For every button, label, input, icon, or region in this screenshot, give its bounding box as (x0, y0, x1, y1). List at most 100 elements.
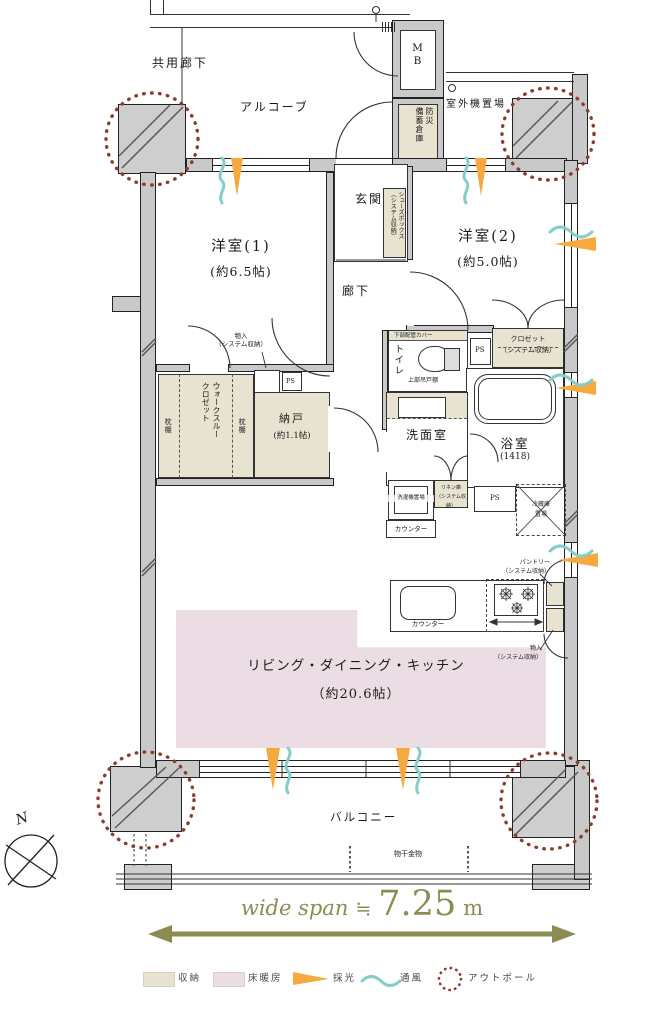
counter-label-2: カウンター (411, 620, 445, 628)
nando-size: (約1.1帖) (273, 431, 311, 442)
shoe-box-label: シューズボックス （システム収納） (389, 191, 404, 239)
laundry-hardware-label: 物干金物 (394, 850, 422, 858)
corridor-wall-lines (150, 14, 410, 28)
bath-label: 浴室 (1418) (478, 436, 552, 464)
right-wall-d (564, 577, 578, 766)
stove-zone (486, 579, 544, 632)
room1-label: 洋室(1) (約6.5帖) (156, 238, 326, 280)
stove (494, 584, 538, 616)
left-wall-stub (112, 296, 141, 312)
washroom-label: 洗面室 (405, 428, 448, 442)
legend-heating-label: 床暖房 (248, 973, 283, 984)
right-wall-a (564, 160, 578, 204)
kitchen-sink (400, 586, 456, 620)
hall-washroom-wall (382, 330, 388, 430)
washing-machine-label: 洗濯機置場 (388, 495, 434, 503)
room1-size: (約6.5帖) (210, 263, 272, 279)
toilet-tank (444, 348, 460, 371)
top-wall-a (186, 158, 213, 172)
legend-outpole-label: アウトポール (468, 973, 538, 984)
disaster-storage-box (398, 104, 438, 160)
walkthrough-label: ウォークスルー クロゼット (201, 382, 221, 438)
washroom-door-opening (385, 432, 388, 472)
room1-right-wall (326, 172, 334, 366)
corridor-wall-corner (150, 0, 164, 15)
legend-storage-swatch (143, 972, 175, 987)
top-wall-d (505, 158, 567, 172)
ps-box-3 (474, 486, 516, 512)
bath-size: (1418) (500, 452, 530, 463)
toilet-label: トイレ (392, 344, 404, 376)
common-corridor-label: 共用廊下 (152, 56, 209, 70)
room2-door-opening (407, 264, 414, 326)
room2-top-window (446, 158, 506, 172)
pantry-label: パントリー （システム収納） (502, 559, 550, 575)
nando-label: 納戸 (約1.1帖) (254, 412, 330, 442)
makura-label-right: 枕棚 (238, 418, 247, 434)
ps-label-1: PS (286, 377, 295, 385)
upper-cabinet-label: 上部吊戸棚 (408, 377, 439, 384)
legend-storage-label: 収納 (178, 973, 202, 984)
makura-shelf-left (158, 374, 180, 478)
legend-daylight-icon (293, 972, 329, 985)
monoire-label-2: 物入 （システム収納） (494, 645, 542, 661)
makura-label-left: 枕棚 (164, 418, 173, 434)
entrance-door-arc (335, 101, 393, 159)
ldk-sliding-windows (199, 760, 521, 778)
room1-top-window (212, 158, 310, 172)
outdoor-unit-circle (448, 84, 456, 92)
bottom-wall-right (520, 760, 566, 778)
bath-name: 浴室 (500, 436, 530, 451)
room2-side-window (564, 203, 578, 308)
legend-ventilation-icon (360, 975, 402, 987)
legend-daylight-label: 採光 (333, 973, 357, 984)
room1-bottom-wall-a (156, 364, 190, 372)
bath-window (564, 372, 578, 398)
pillar-top-left (118, 104, 186, 174)
closet-door-arc-left (491, 299, 529, 329)
legend-ventilation-label: 通風 (400, 973, 424, 984)
kitchen-side-window (564, 542, 578, 578)
mb-box (400, 30, 436, 90)
compass-north-label: N (13, 809, 31, 829)
mb-label: MB (412, 42, 423, 67)
wide-span-unit: m (463, 896, 484, 920)
toilet-pipe-cover (389, 331, 467, 341)
closet-lower-wall (156, 478, 334, 486)
mb-vent-circle (372, 6, 380, 14)
balcony-railing (116, 873, 592, 885)
walkthrough-closet (158, 374, 254, 478)
wash-basin (398, 397, 446, 418)
balcony-label: バルコニー (330, 810, 398, 824)
outdoor-unit-label: 室外機置場 (446, 99, 506, 110)
room2-name: 洋室(2) (458, 229, 518, 245)
lower-pipe-cover-label: 下部配管カバー (394, 333, 433, 339)
room2-closet-dash (498, 347, 558, 348)
wide-span-value: 7.25 (378, 884, 457, 924)
linen-label: リネン庫 （システム収納） (436, 485, 466, 509)
monoire-box (254, 370, 280, 393)
pantry-box-2 (546, 608, 564, 632)
nando-room (254, 392, 330, 478)
bottom-wall-left (156, 760, 200, 778)
mb-grate (382, 22, 396, 32)
room2-door-arc (409, 271, 469, 331)
wide-span-approx: ≒ (355, 898, 372, 920)
shoe-box (383, 188, 406, 258)
left-wall (140, 172, 156, 768)
ldk-size: （約20.6帖） (311, 687, 401, 702)
nando-door-opening (328, 406, 331, 452)
linen-box (434, 480, 468, 508)
wide-span-arrow (148, 925, 576, 943)
room2-closet-label: クロゼット （システム収納） (500, 335, 556, 355)
pantry-box-1 (546, 582, 564, 606)
room2-size: (約5.0帖) (457, 253, 519, 269)
bathtub-inner (478, 378, 552, 420)
ps-label-2: PS (475, 346, 485, 354)
right-outer-wall-top (572, 74, 588, 164)
room1-bottom-wall-b (228, 364, 334, 372)
corridor-label: 廊下 (342, 284, 371, 298)
nando-name: 納戸 (279, 412, 305, 425)
closet-door-arc-right (527, 299, 565, 329)
